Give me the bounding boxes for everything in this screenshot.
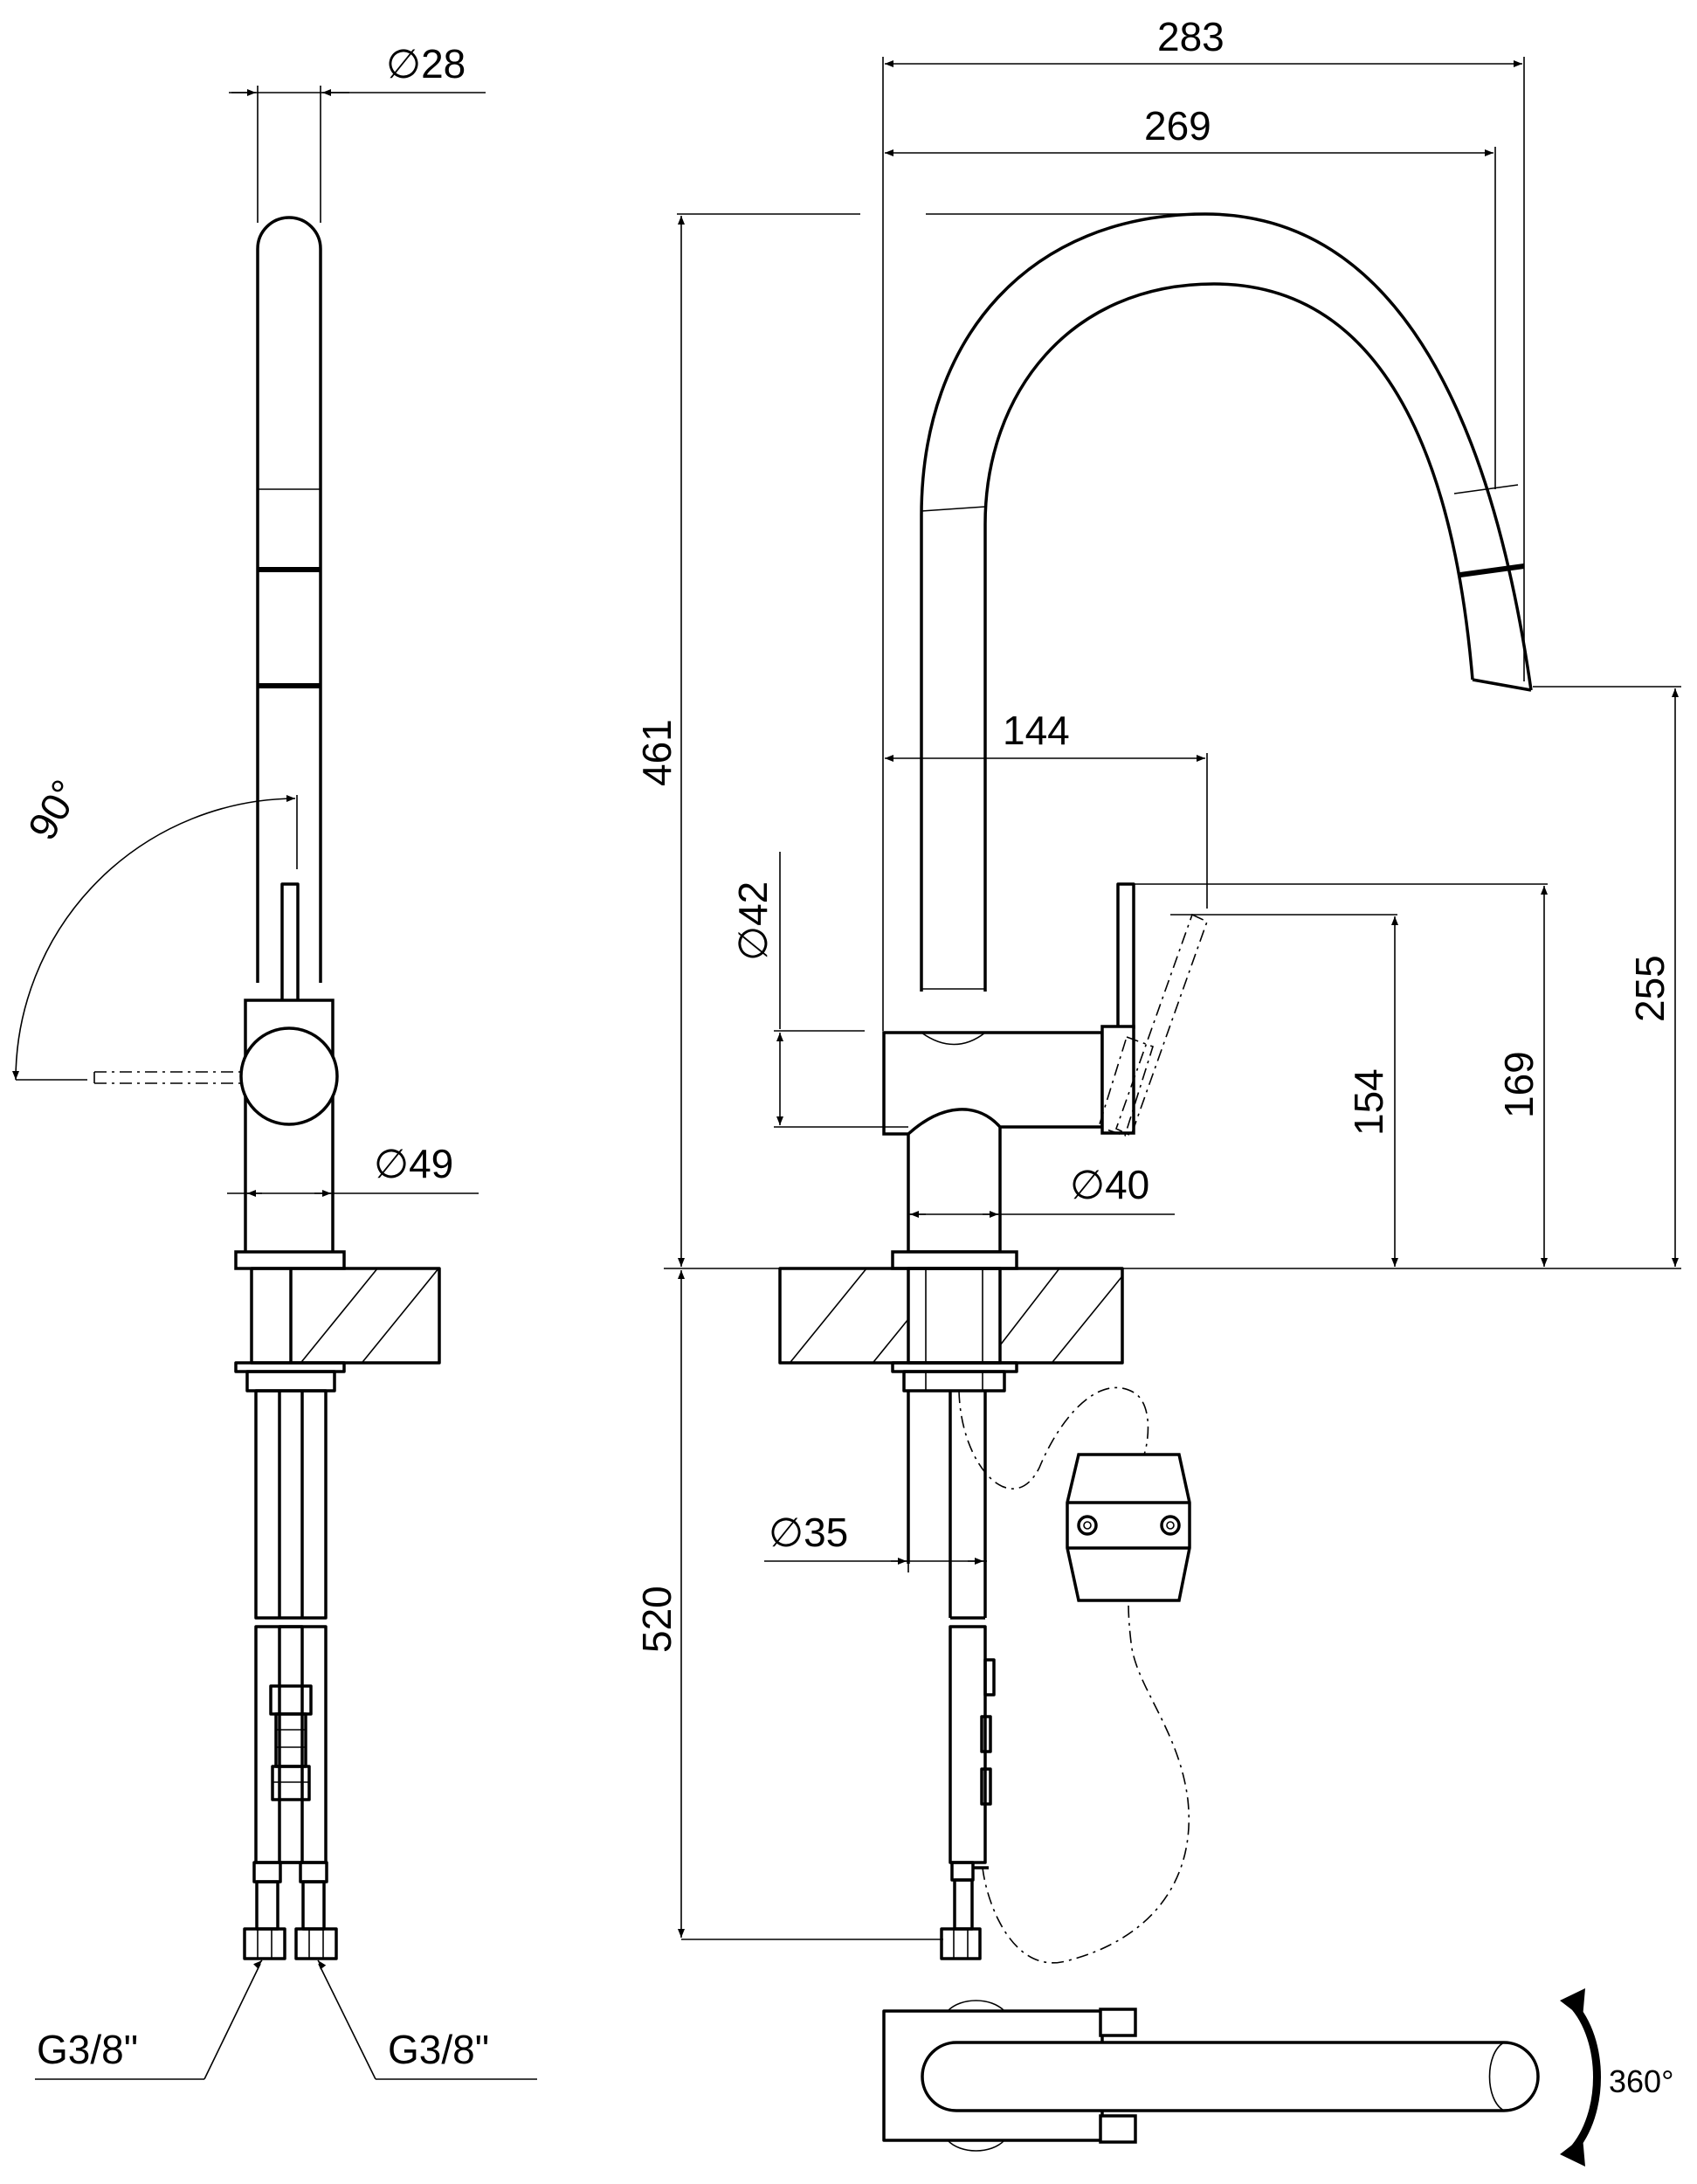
- dim-spout-width: 269: [1144, 103, 1211, 149]
- dim-shank-diameter: ∅35: [769, 1510, 848, 1555]
- label-connection-right: G3/8": [388, 2027, 489, 2072]
- dim-body-diameter: ∅42: [730, 881, 776, 961]
- label-rotation: 360°: [1609, 2063, 1673, 2099]
- dim-overall-width: 283: [1157, 14, 1224, 59]
- dim-base-diameter: ∅40: [1070, 1162, 1149, 1207]
- dim-below-deck: 520: [634, 1586, 679, 1653]
- dim-lever-reach: 144: [1003, 708, 1070, 753]
- dim-lever-body-diameter: ∅49: [374, 1141, 453, 1186]
- side-view-dimensions: ∅28 ∅49 90° G3/8" G3/8": [12, 41, 537, 2080]
- dim-spout-outlet-height: 255: [1627, 955, 1673, 1022]
- side-view: [93, 216, 441, 1960]
- dim-lever-axis-height: 154: [1346, 1068, 1391, 1136]
- dim-spout-diameter: ∅28: [386, 41, 466, 86]
- label-connection-left: G3/8": [37, 2027, 138, 2072]
- front-view: [778, 212, 1533, 1964]
- dim-lever-top-height: 169: [1496, 1051, 1542, 1118]
- front-view-dimensions: 283 269 144 461 520 ∅42 ∅40 ∅35: [634, 14, 1681, 1940]
- dim-overall-height: 461: [634, 719, 679, 786]
- label-lever-angle: 90°: [19, 772, 89, 847]
- top-view: 360°: [882, 1988, 1673, 2167]
